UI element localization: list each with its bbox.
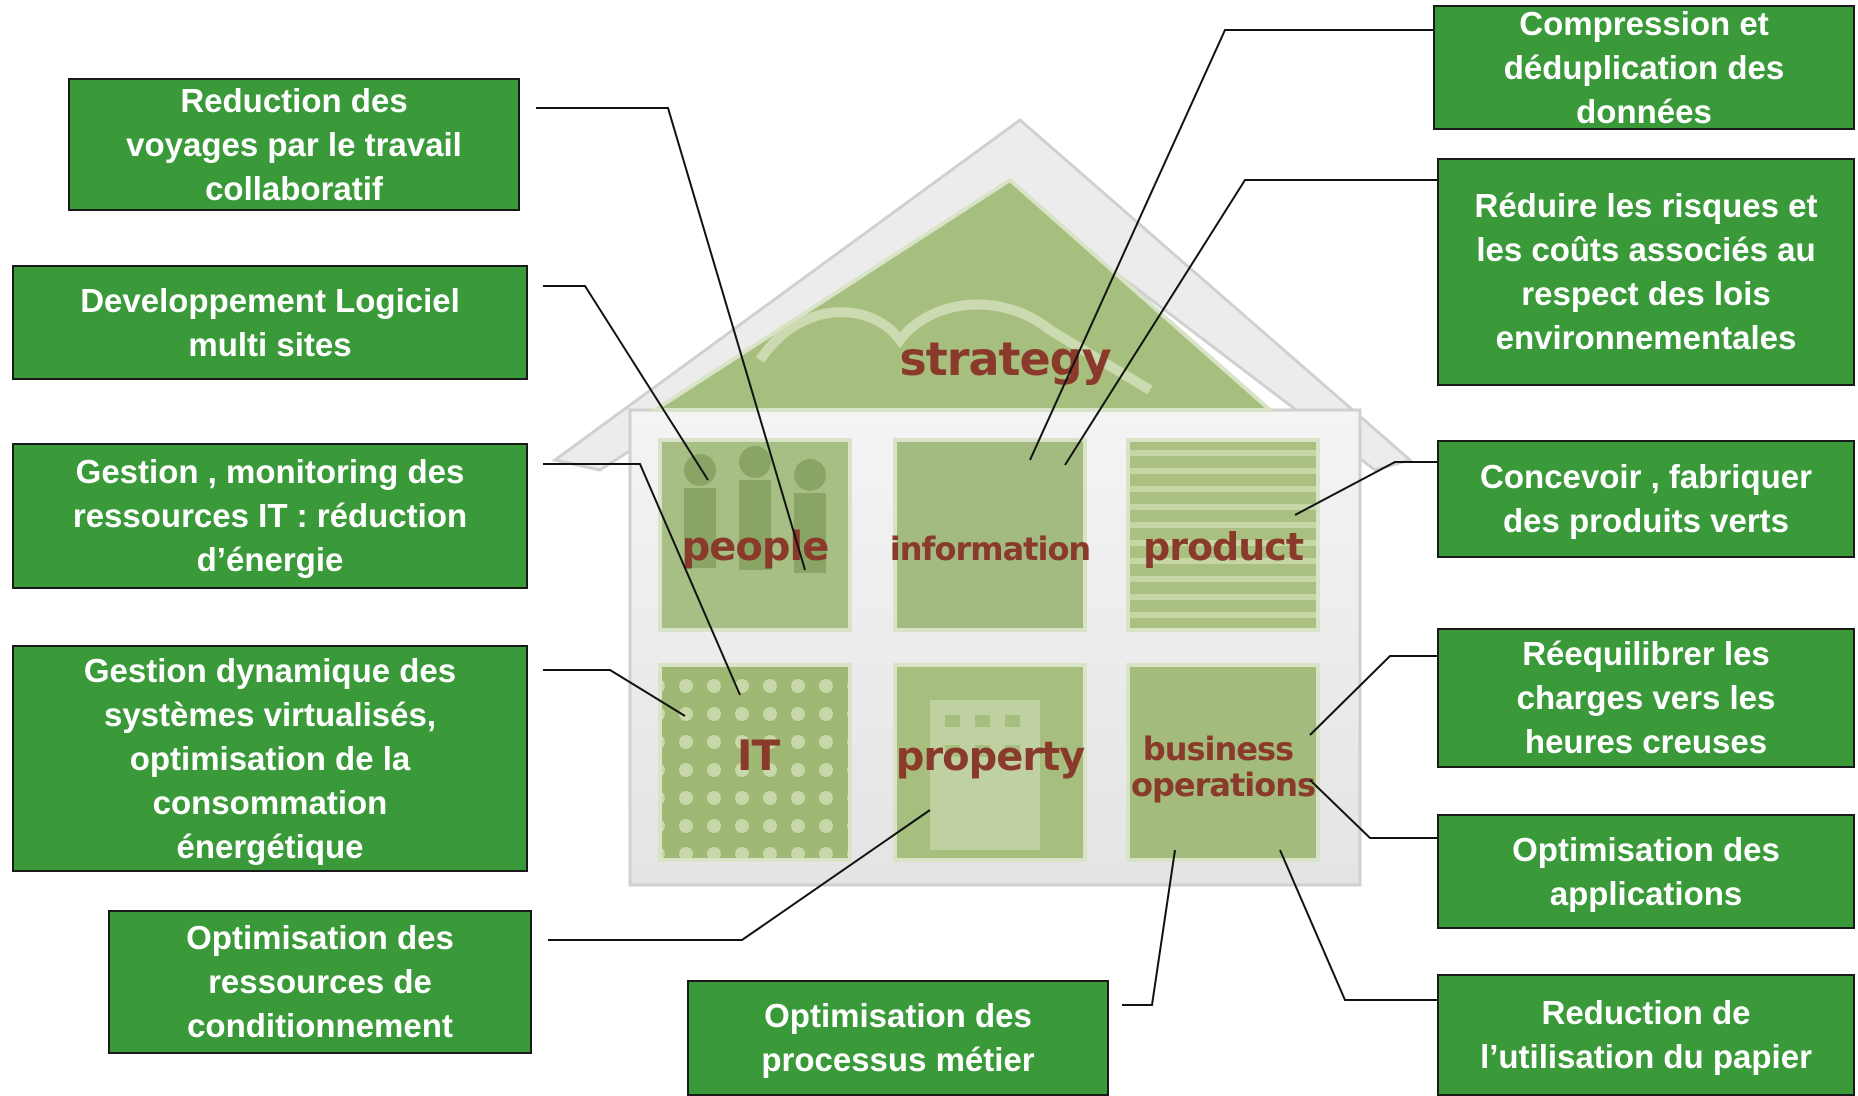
connector-it-monitoring [543,463,741,696]
room-label-property: property [896,734,1085,780]
connector-paper [1279,849,1437,1001]
room-label-information: information [890,530,1090,568]
connector-virtualization [543,669,686,717]
connector-business-process [1122,849,1176,1006]
connector-compression [1029,29,1433,461]
connector-lines [536,29,1437,1006]
callout-green-products: Concevoir , fabriquer des produits verts [1437,440,1855,558]
callout-it-monitoring: Gestion , monitoring des ressources IT :… [12,443,528,589]
strategy-label: strategy [899,332,1111,386]
connector-rebalance [1309,655,1437,736]
callout-paper-reduction: Reduction de l’utilisation du papier [1437,974,1855,1096]
callout-applications: Optimisation des applications [1437,814,1855,929]
callout-environmental-risk: Réduire les risques et les coûts associé… [1437,158,1855,386]
room-information [893,438,1087,632]
room-it [658,663,852,862]
puzzle-pattern [755,299,1153,395]
connector-packaging [548,809,931,941]
room-business-operations [1126,663,1320,862]
house: strategy people information product [551,118,1414,887]
connector-green-products [1294,461,1437,516]
callout-compression: Compression et déduplication des données [1433,5,1855,130]
connector-applications [1309,779,1437,839]
room-product [1126,438,1320,632]
callout-packaging: Optimisation des ressources de condition… [108,910,532,1054]
callout-virtualization: Gestion dynamique des systèmes virtualis… [12,645,528,872]
property-building [930,700,1040,850]
callout-software-development: Developpement Logiciel multi sites [12,265,528,380]
callout-business-process: Optimisation des processus métier [687,980,1109,1096]
room-label-it: IT [737,731,781,780]
room-label-people: people [682,524,829,570]
people-figures [684,446,826,573]
callout-travel-reduction: Reduction des voyages par le travail col… [68,78,520,211]
room-label-product: product [1143,525,1304,569]
room-label-business: business operations [1131,730,1315,804]
connector-environmental [1064,179,1437,466]
callout-rebalance-load: Réequilibrer les charges vers les heures… [1437,628,1855,768]
roof-panel [648,177,1276,412]
connector-travel [536,107,806,571]
connector-software [543,285,709,481]
